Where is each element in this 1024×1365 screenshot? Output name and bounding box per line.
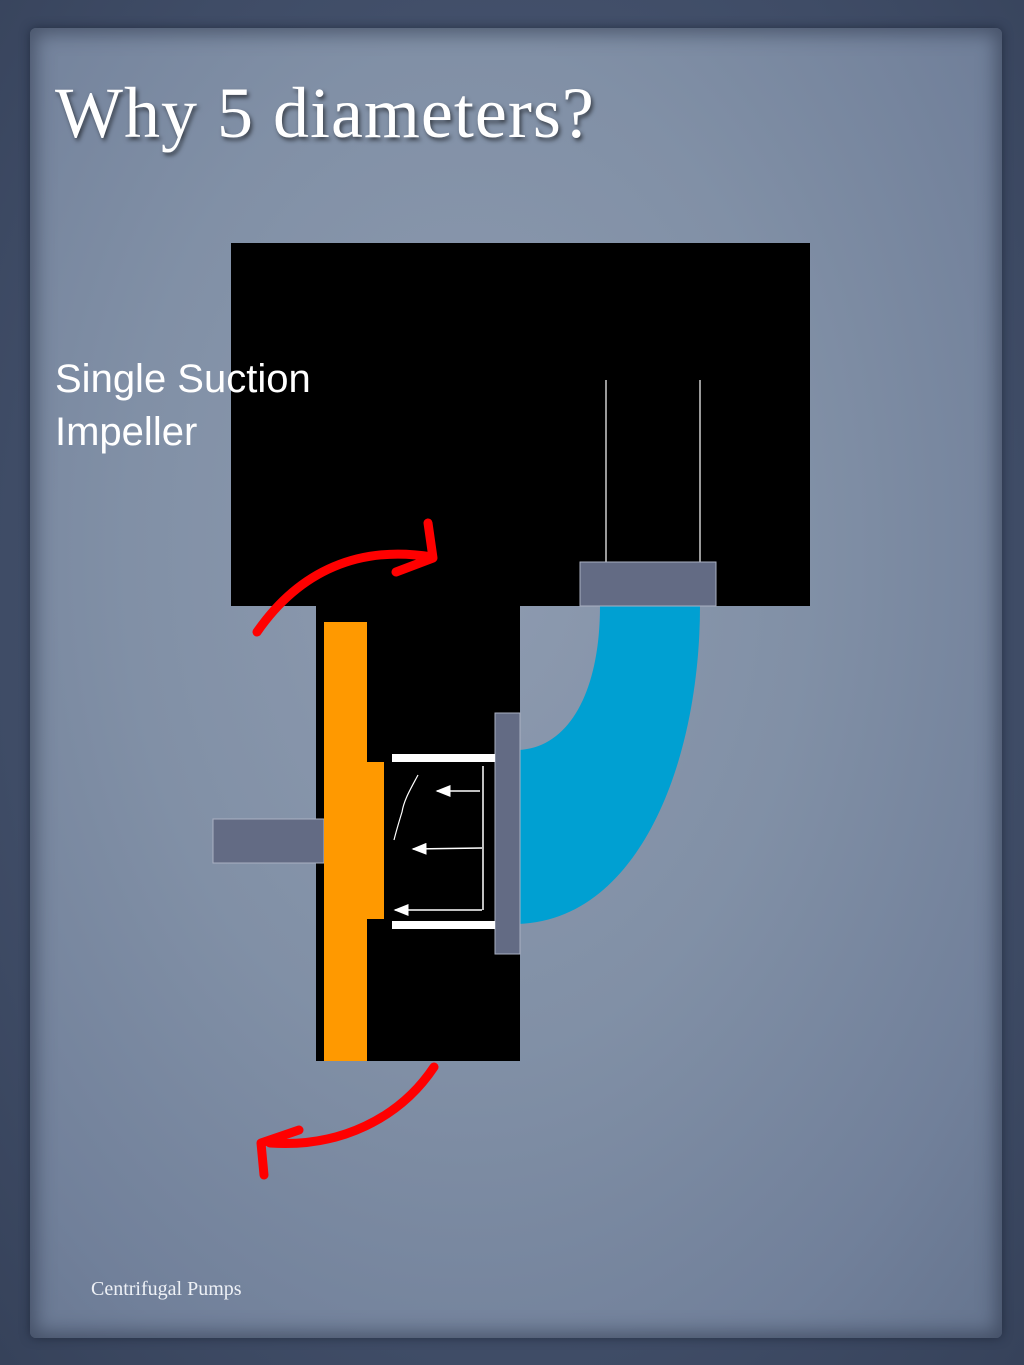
flow-arrow-middle [411,842,483,855]
pump-shaft [212,818,325,864]
rotation-arrow-top [252,549,437,637]
eye-bar-top [392,754,495,762]
impeller-hub [367,762,384,919]
rotation-arrow-top-head [391,518,438,577]
slide-footer: Centrifugal Pumps [91,1278,242,1300]
eye-bar-bottom [392,921,495,929]
elbow-flange-top [579,561,717,607]
rotation-arrow-bottom [265,1062,439,1149]
elbow-flange-side [494,712,521,955]
slide-title: Why 5 diameters? [55,73,595,153]
suction-elbow [518,606,700,924]
impeller-disc [324,622,367,1061]
rotation-arrow-bottom-head [256,1125,304,1180]
flow-profile-curve [393,774,419,841]
